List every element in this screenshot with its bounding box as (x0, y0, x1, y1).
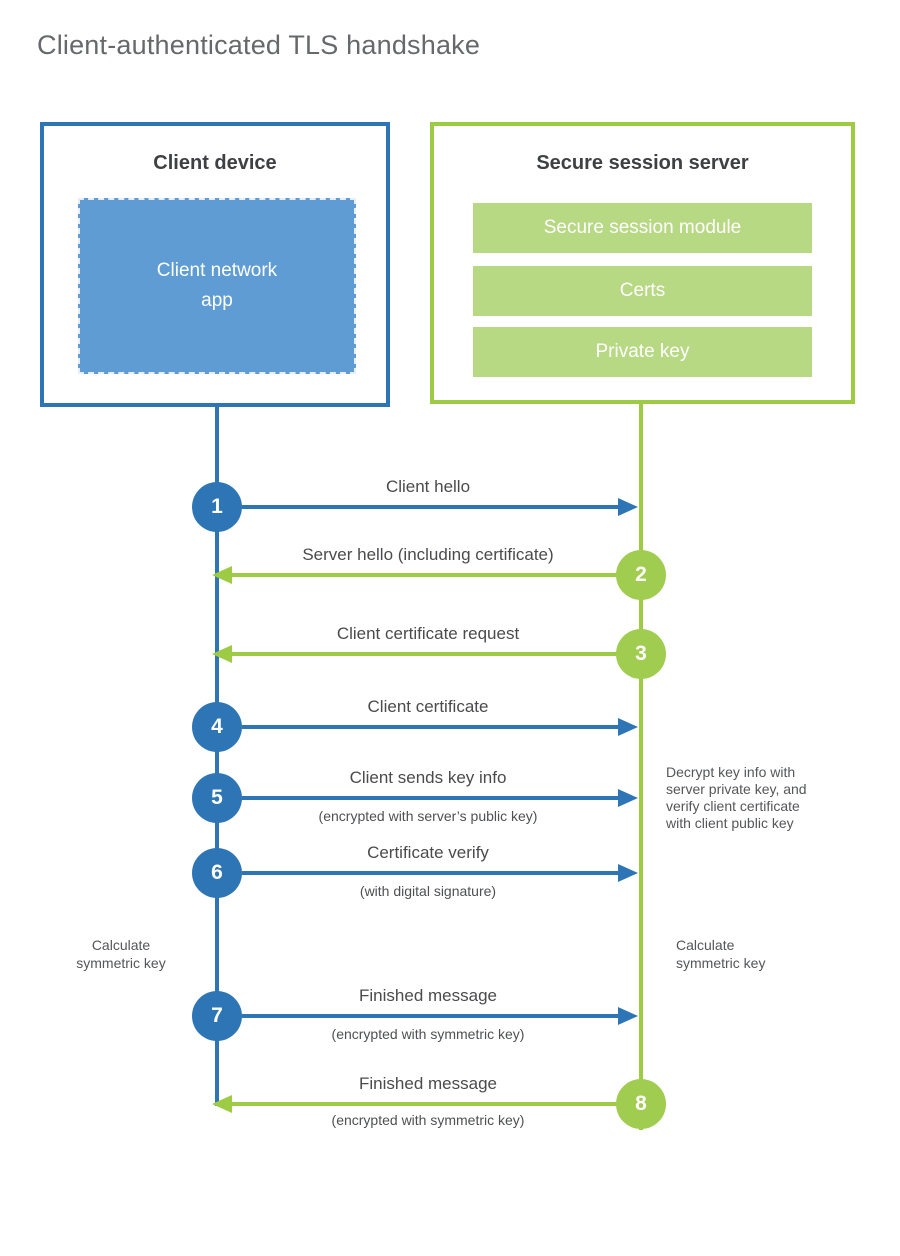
step-circle-6: 6 (192, 848, 242, 898)
message-arrow-step3 (230, 652, 618, 656)
message-label-finished-server: Finished message (359, 1074, 497, 1093)
step-circle-7: 7 (192, 991, 242, 1041)
message-sublabel-finished-client: (encrypted with symmetric key) (331, 1026, 525, 1042)
message-label-server-hello: Server hello (including certificate) (302, 545, 554, 564)
message-label-key-info: Client sends key info (349, 768, 507, 787)
note-decrypt-line3: verify client certificate (666, 798, 800, 815)
note-decrypt-line2: server private key, and (666, 781, 807, 798)
page-title: Client-authenticated TLS handshake (37, 30, 481, 60)
message-label-client-certificate: Client certificate (367, 697, 489, 716)
note-calc-right-line2: symmetric key (676, 955, 766, 972)
client-device-title: Client device (153, 152, 277, 174)
arrow-head-right-icon (618, 864, 638, 882)
note-calc-symmetric-key-client: Calculate symmetric key (55, 936, 187, 972)
client-device-box: Client device Client network app (40, 122, 390, 407)
client-app-label-line1: Client network (156, 259, 278, 281)
message-arrow-step2 (230, 573, 618, 577)
arrow-head-left-icon (212, 566, 232, 584)
arrow-head-right-icon (618, 1007, 638, 1025)
arrow-head-right-icon (618, 718, 638, 736)
server-lifeline (639, 404, 643, 1130)
message-label-client-hello: Client hello (385, 477, 471, 496)
message-arrow-step1 (242, 505, 632, 509)
message-arrow-step4 (242, 725, 632, 729)
message-arrow-step7 (242, 1014, 632, 1018)
server-title: Secure session server (536, 152, 749, 174)
message-sublabel-key-info: (encrypted with server’s public key) (318, 808, 538, 824)
note-calc-symmetric-key-server: Calculate symmetric key (676, 936, 816, 972)
message-label-cert-verify: Certificate verify (367, 843, 489, 862)
message-sublabel-cert-verify: (with digital signature) (359, 883, 497, 899)
client-lifeline (215, 407, 219, 1106)
client-app-label-line2: app (201, 290, 233, 311)
message-label-cert-request: Client certificate request (336, 624, 520, 643)
arrow-head-right-icon (618, 789, 638, 807)
arrow-head-left-icon (212, 645, 232, 663)
message-label-finished-client: Finished message (359, 986, 497, 1005)
note-decrypt-line4: with client public key (666, 815, 794, 832)
step-circle-8: 8 (616, 1079, 666, 1129)
note-calc-left-line1: Calculate (91, 937, 151, 953)
arrow-head-left-icon (212, 1095, 232, 1113)
note-calc-left-line2: symmetric key (76, 955, 166, 972)
server-module-secure-session: Secure session module (473, 203, 812, 253)
arrow-head-right-icon (618, 498, 638, 516)
step-circle-1: 1 (192, 482, 242, 532)
note-decrypt-line1: Decrypt key info with (666, 764, 796, 780)
server-box: Secure session server Secure session mod… (430, 122, 855, 404)
client-network-app-box: Client network app (78, 198, 356, 374)
message-arrow-step5 (242, 796, 632, 800)
note-calc-right-line1: Calculate (676, 937, 735, 953)
message-arrow-step8 (230, 1102, 618, 1106)
note-decrypt-key-info: Decrypt key info with server private key… (666, 764, 836, 832)
message-sublabel-finished-server: (encrypted with symmetric key) (331, 1112, 525, 1128)
server-module-private-key: Private key (473, 327, 812, 377)
step-circle-3: 3 (616, 629, 666, 679)
message-arrow-step6 (242, 871, 632, 875)
server-module-certs: Certs (473, 266, 812, 316)
step-circle-2: 2 (616, 550, 666, 600)
step-circle-4: 4 (192, 702, 242, 752)
step-circle-5: 5 (192, 773, 242, 823)
